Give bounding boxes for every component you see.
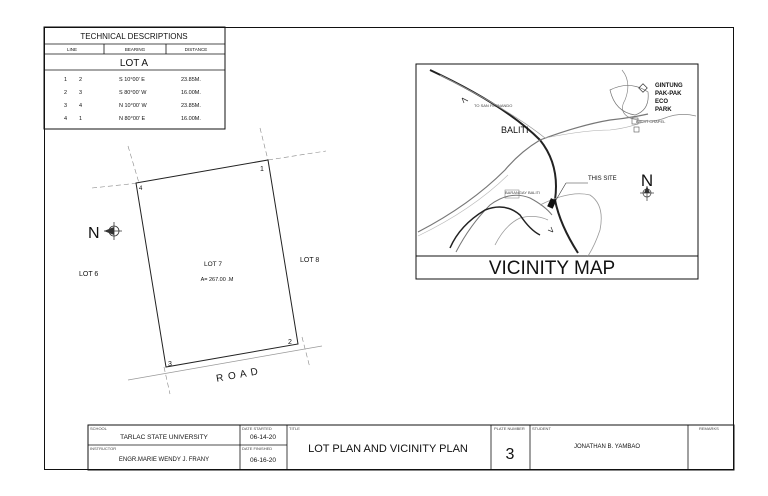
lot-7-boundary <box>135 159 299 368</box>
park-label: PAK-PAK <box>655 91 682 97</box>
svg-text:4: 4 <box>79 103 82 109</box>
drawing-title: LOT PLAN AND VICINITY PLAN <box>308 443 468 455</box>
svg-text:N 80°00' E: N 80°00' E <box>119 116 146 122</box>
table-row: 1 2 S 10°00' E 23.85M. <box>64 77 201 83</box>
small-map-label: BALITI CHAPEL <box>636 119 666 124</box>
road-label: R O A D <box>215 366 259 384</box>
corner-label: 1 <box>260 166 264 173</box>
svg-text:16.00M.: 16.00M. <box>181 116 201 122</box>
table-row: 4 1 N 80°00' E 16.00M. <box>64 116 201 122</box>
svg-text:1: 1 <box>64 77 67 83</box>
svg-text:3: 3 <box>64 103 67 109</box>
right-lot-label: LOT 8 <box>300 257 319 264</box>
park-label: GINTUNG <box>655 83 683 89</box>
river <box>449 206 541 249</box>
school-name: TARLAC STATE UNIVERSITY <box>120 434 208 441</box>
caption: DATE FINISHED <box>242 446 272 451</box>
corner-label: 4 <box>139 186 143 192</box>
title-block: SCHOOL TARLAC STATE UNIVERSITY INSTRUCTO… <box>87 424 735 471</box>
student-name: JONATHAN B. YAMBAO <box>574 444 640 450</box>
svg-text:2: 2 <box>64 90 67 96</box>
svg-text:N: N <box>88 225 100 242</box>
road <box>417 113 649 233</box>
svg-text:N 10°00' W: N 10°00' W <box>119 103 148 109</box>
date-finished: 06-16-20 <box>250 457 276 464</box>
svg-text:23.85M.: 23.85M. <box>181 77 201 83</box>
caption: STUDENT <box>532 426 551 431</box>
site-label: THIS SITE <box>588 176 617 182</box>
left-lot-label: LOT 6 <box>79 271 98 278</box>
svg-text:16.00M.: 16.00M. <box>181 90 201 96</box>
header-line: LINE <box>67 47 77 52</box>
table-title: TECHNICAL DESCRIPTIONS <box>80 32 187 41</box>
svg-text:3: 3 <box>79 90 82 96</box>
plate-number: 3 <box>506 446 515 463</box>
lot-plan: 1 2 3 4 LOT 7 A= 267.00 .M LOT 6 LOT 8 R… <box>79 127 327 395</box>
corner-label: 2 <box>288 339 292 346</box>
small-map-label: TO SAN FERNANDO <box>474 103 512 108</box>
svg-text:4: 4 <box>64 116 67 122</box>
caption: REMARKS <box>699 426 719 431</box>
table-row: 3 4 N 10°00' W 23.85M. <box>64 103 201 109</box>
north-arrow-icon: N <box>88 222 122 242</box>
technical-descriptions-table: TECHNICAL DESCRIPTIONS LINE BEARING DIST… <box>43 26 226 130</box>
svg-text:S 10°00' E: S 10°00' E <box>119 77 145 83</box>
highway <box>429 69 579 254</box>
caption: PLATE NUMBER <box>494 426 525 431</box>
park-label: PARK <box>655 107 672 113</box>
lot-area: A= 267.00 .M <box>201 277 234 283</box>
date-started: 06-14-20 <box>250 434 276 441</box>
caption: INSTRUCTOR <box>90 446 116 451</box>
svg-text:23.85M.: 23.85M. <box>181 103 201 109</box>
park-label: ECO <box>655 99 668 105</box>
small-map-label: BARANGAY BALITI <box>505 190 540 195</box>
svg-text:1: 1 <box>79 116 82 122</box>
place-label: BALITI <box>501 125 529 135</box>
svg-text:S 80°00' W: S 80°00' W <box>119 90 147 96</box>
caption: SCHOOL <box>90 426 108 431</box>
north-arrow-icon: N <box>640 171 654 201</box>
site-marker <box>547 198 557 209</box>
svg-text:N: N <box>641 171 653 190</box>
lot-label: LOT 7 <box>204 261 222 268</box>
caption: TITLE <box>289 426 300 431</box>
caption: DATE STARTED <box>242 426 272 431</box>
table-row: 2 3 S 80°00' W 16.00M. <box>64 90 201 96</box>
vicinity-map-title: VICINITY MAP <box>489 258 615 279</box>
svg-text:2: 2 <box>79 77 82 83</box>
header-bearing: BEARING <box>125 47 146 52</box>
vicinity-map: VICINITY MAP BALITI THIS SITE GINTUNG PA… <box>415 63 699 280</box>
lot-name: LOT A <box>120 58 148 69</box>
corner-label: 3 <box>168 361 172 368</box>
instructor-name: ENGR.MARIE WENDY J. FRANY <box>119 457 209 463</box>
header-distance: DISTANCE <box>185 47 207 52</box>
